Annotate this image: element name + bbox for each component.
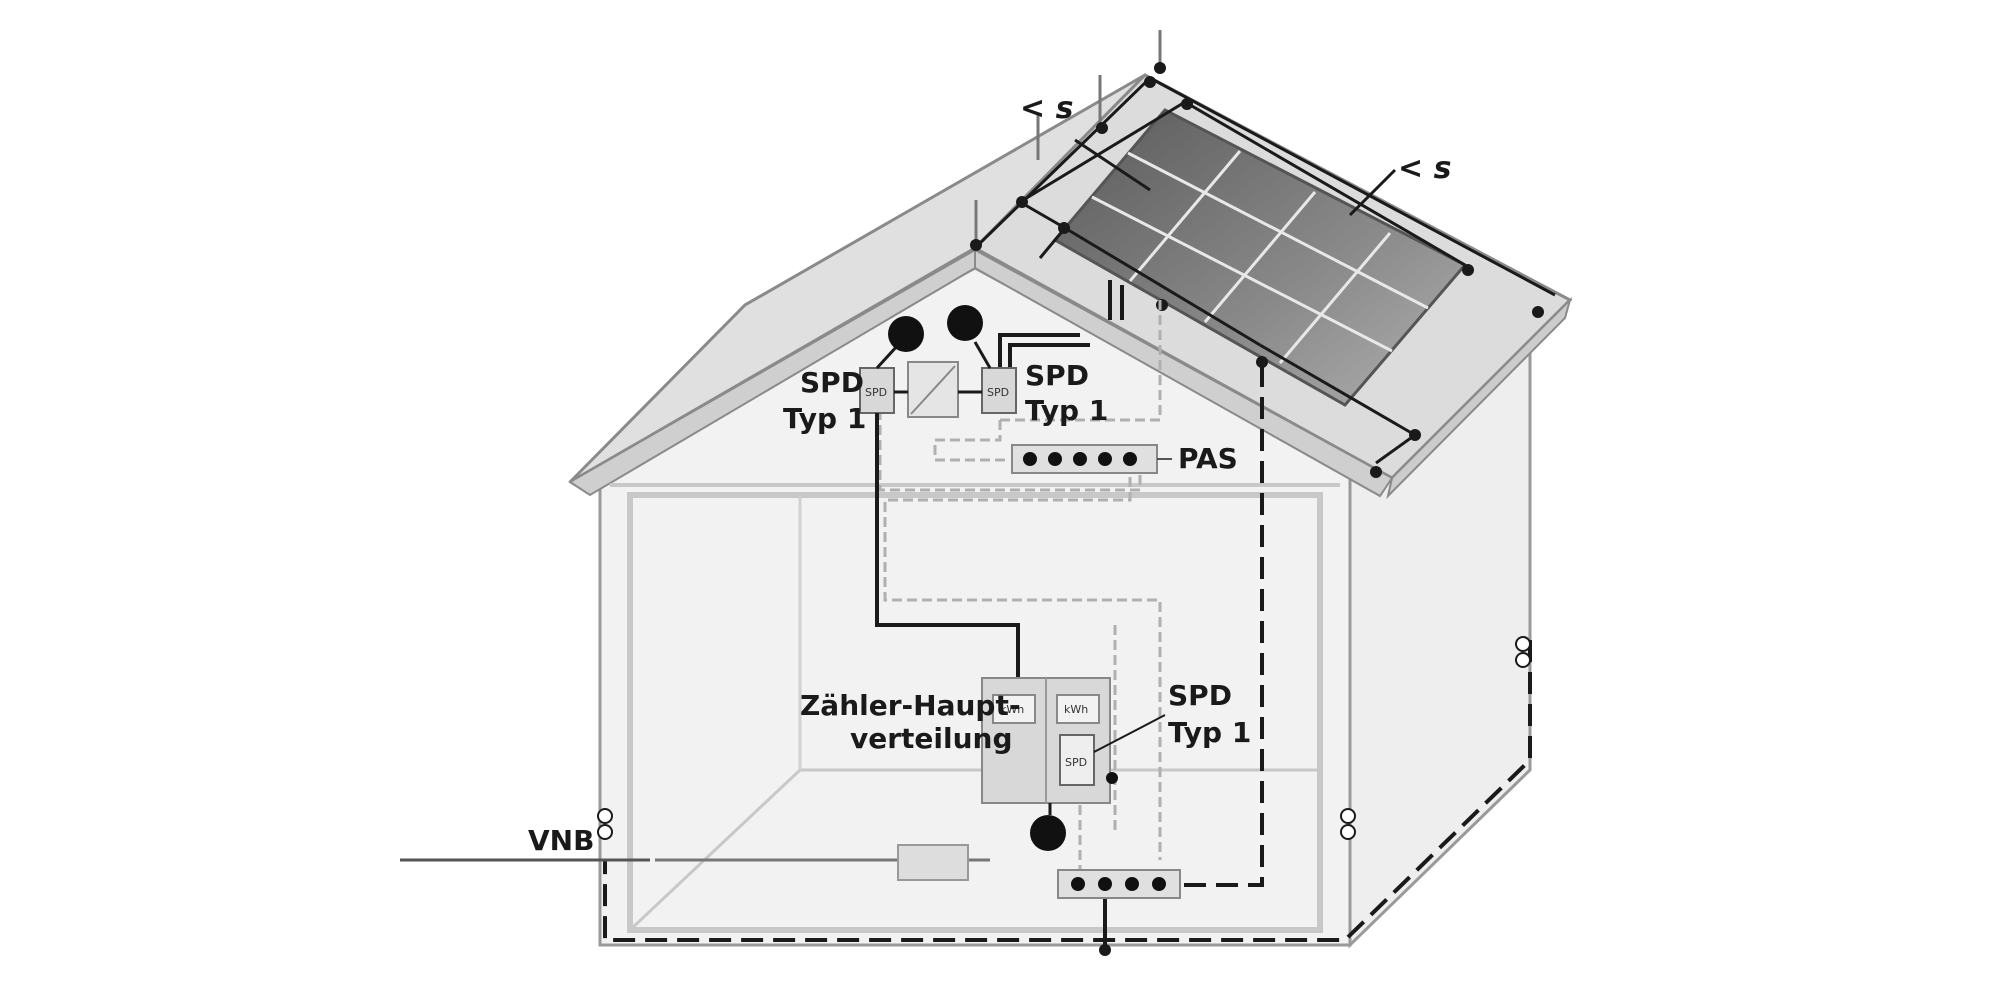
inverter-symbol: [910, 365, 956, 415]
down-conductor-earth: [603, 365, 1532, 942]
spd-right-box-text: SPD: [987, 386, 1009, 399]
spd-lower-box-text: SPD: [1065, 756, 1087, 769]
kwh-meter-left-text: kWh: [1000, 703, 1024, 716]
spd-lower-label-1: SPD: [1168, 679, 1232, 712]
test-joints: [597, 636, 1531, 840]
spd-left-earth-electrode: [888, 316, 924, 352]
kwh-meter-left: [992, 694, 1036, 724]
pv-grid: [1091, 150, 1429, 364]
pv-dc-cables: [998, 280, 1124, 375]
separation-label-left: < s: [1020, 91, 1073, 126]
spd-left-box-text: SPD: [865, 386, 887, 399]
roof-eave-side: [1386, 296, 1572, 500]
interior-room: [627, 492, 1323, 933]
air-termination-rods: [974, 30, 1162, 245]
kwh-meter-right: [1056, 694, 1100, 724]
separation-label-right: < s: [1398, 151, 1451, 186]
spd-left-to-earth-electrode: [875, 343, 900, 370]
spd-right-label-1: SPD: [1025, 359, 1089, 392]
earth-terminal-node: [1099, 944, 1111, 956]
spd-right-label-2: Typ 1: [1025, 394, 1108, 427]
pas-label: PAS: [1178, 442, 1238, 475]
ac-cable-spd-to-meter: [875, 413, 1020, 680]
spd-right-earth-electrode: [947, 305, 983, 341]
vnb-label: VNB: [528, 824, 594, 857]
kwh-meter-right-text: kWh: [1064, 703, 1088, 716]
roof-eave-right: [974, 248, 1394, 498]
equipotential-lines: [878, 300, 1162, 870]
spd-left-label-2: Typ 1: [783, 402, 866, 435]
spd-left-label-1: SPD: [800, 366, 864, 399]
spd-lower-node: [1106, 772, 1118, 784]
spd-right-to-earth-electrode: [973, 341, 992, 369]
spd-lower-label-2: Typ 1: [1168, 716, 1251, 749]
spd-lower-box: [1059, 734, 1095, 786]
house-connection-box: [897, 844, 969, 881]
pas-bar-upper-terminals: [1023, 452, 1137, 466]
pas-bar-lower-terminals: [1071, 877, 1166, 891]
spd-right-box: [981, 367, 1017, 414]
spd-lower-leader: [1093, 714, 1166, 753]
meter-label-2: verteilung: [850, 722, 1013, 755]
meter-label-1: Zähler-Haupt-: [800, 689, 1020, 722]
separation-markers: [1074, 138, 1397, 217]
cabinet-earth-electrode: [1030, 815, 1066, 851]
